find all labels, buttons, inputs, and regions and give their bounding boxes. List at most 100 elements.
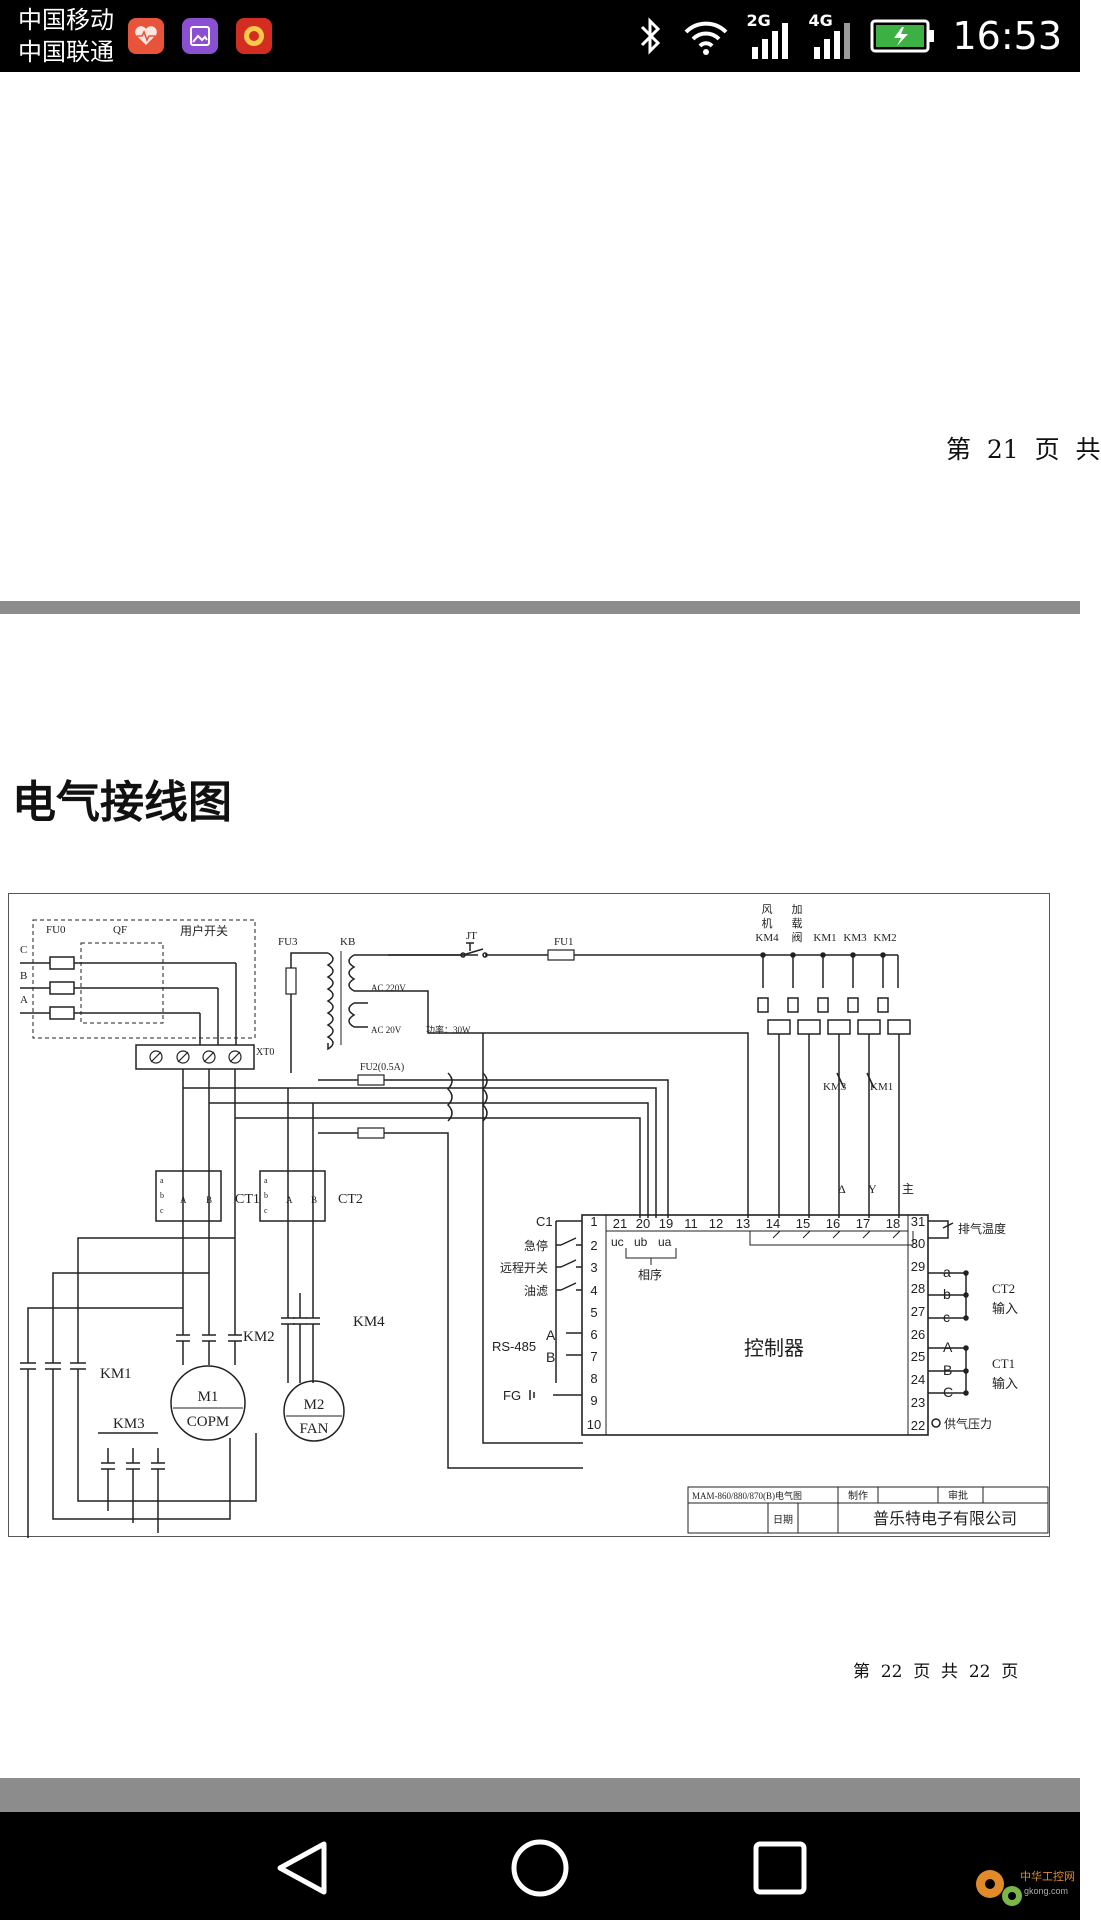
ct1-terminal-b: B bbox=[206, 1195, 212, 1205]
title-block-made: 制作 bbox=[848, 1489, 868, 1502]
ct2-input-c: c bbox=[943, 1309, 950, 1325]
fan-km4-line2: 机 bbox=[762, 916, 773, 930]
right-terminal: 29 bbox=[911, 1259, 925, 1274]
ct1-box bbox=[155, 1170, 222, 1222]
motor-m1-symbol bbox=[170, 1365, 246, 1441]
ct2-in-label-2: 输入 bbox=[992, 1301, 1018, 1316]
top-terminal: 18 bbox=[886, 1216, 900, 1231]
gallery-app-icon bbox=[182, 18, 218, 54]
left-terminal: 6 bbox=[590, 1327, 597, 1342]
health-app-icon bbox=[128, 18, 164, 54]
recents-square-icon bbox=[753, 1841, 807, 1895]
fan-label: FAN bbox=[300, 1421, 329, 1437]
emergency-stop-label: 急停 bbox=[524, 1238, 548, 1253]
xt0-terminal-block bbox=[135, 1044, 255, 1070]
phase-seq-label: 相序 bbox=[638, 1267, 662, 1282]
title-block-company: 普乐特电子有限公司 bbox=[873, 1510, 1017, 1528]
phase-c-label: C bbox=[20, 944, 27, 956]
game-app-icon bbox=[236, 18, 272, 54]
load-valve-line2: 载 bbox=[792, 917, 803, 930]
output-contacts bbox=[749, 1230, 914, 1246]
home-circle-icon bbox=[511, 1839, 569, 1897]
qf-label: QF bbox=[113, 924, 127, 936]
watermark-text: 中华工控网 bbox=[1020, 1869, 1075, 1883]
notification-icons bbox=[128, 18, 272, 54]
right-terminal: 28 bbox=[911, 1281, 925, 1296]
fu2-fuse bbox=[318, 1033, 669, 1469]
jt-switch bbox=[388, 942, 898, 961]
km2-label: KM2 bbox=[243, 1329, 275, 1345]
supply-pressure-label: 供气压力 bbox=[944, 1416, 992, 1431]
m1-label: M1 bbox=[198, 1389, 219, 1405]
top-terminal: 19 bbox=[659, 1216, 673, 1231]
ct1-a: a bbox=[160, 1176, 164, 1185]
rs485-label: RS-485 bbox=[492, 1339, 536, 1354]
carrier-names: 中国移动 中国联通 bbox=[18, 4, 114, 68]
ct2-input-a: a bbox=[943, 1264, 951, 1280]
status-icons: 2G 4G 16:53 bbox=[634, 0, 1062, 72]
ct2-box bbox=[259, 1170, 326, 1222]
ct1-input-b: B bbox=[943, 1362, 952, 1378]
left-terminal: 2 bbox=[590, 1238, 597, 1253]
ct2-label: CT2 bbox=[338, 1192, 363, 1207]
right-terminal: 24 bbox=[911, 1372, 925, 1387]
ct1-input-a: A bbox=[943, 1339, 953, 1355]
watermark-subtext: gkong.com bbox=[1024, 1886, 1068, 1896]
phase-ub: ub bbox=[634, 1235, 648, 1249]
bluetooth-icon bbox=[641, 17, 661, 55]
carrier-2: 中国联通 bbox=[18, 38, 114, 66]
top-terminal: 12 bbox=[709, 1216, 723, 1231]
km2-top-label: KM2 bbox=[873, 932, 896, 944]
home-button[interactable] bbox=[505, 1838, 575, 1898]
main-feeders bbox=[182, 1069, 657, 1323]
left-terminal: 9 bbox=[590, 1393, 597, 1408]
copm-label: COPM bbox=[187, 1414, 230, 1430]
title-block bbox=[687, 1486, 1049, 1534]
page-bottom-band bbox=[0, 1778, 1080, 1812]
right-terminal: 26 bbox=[911, 1327, 925, 1342]
title-block-approve: 审批 bbox=[948, 1489, 968, 1502]
c1-label: C1 bbox=[536, 1214, 553, 1229]
back-button[interactable] bbox=[268, 1838, 338, 1898]
fg-label: FG bbox=[503, 1388, 521, 1403]
left-inputs bbox=[529, 1220, 582, 1400]
kb-label: KB bbox=[340, 936, 355, 948]
power-label: 功率：30W bbox=[426, 1024, 471, 1035]
ct1-in-label-2: 输入 bbox=[992, 1376, 1018, 1391]
exhaust-temp-label: 排气温度 bbox=[958, 1221, 1006, 1236]
ct2-in-label-1: CT2 bbox=[992, 1281, 1015, 1296]
wifi-icon bbox=[685, 21, 728, 55]
wiring-diagram: FU0 QF 用户开关 C B A XT0 FU3 KB JT FU1 AC 2… bbox=[8, 893, 1050, 1538]
signal-2g-icon: 2G bbox=[746, 11, 792, 61]
user-switch-label: 用户开关 bbox=[180, 923, 228, 938]
right-terminal: 22 bbox=[911, 1418, 925, 1433]
recents-button[interactable] bbox=[745, 1838, 815, 1898]
rs485-b-label: B bbox=[546, 1349, 555, 1365]
top-terminal: 17 bbox=[856, 1216, 870, 1231]
clock: 16:53 bbox=[952, 14, 1062, 58]
right-terminal: 25 bbox=[911, 1349, 925, 1364]
phase-a-label: A bbox=[20, 994, 28, 1006]
controller-label: 控制器 bbox=[744, 1337, 804, 1360]
top-terminal: 14 bbox=[766, 1216, 780, 1231]
phase-uc: uc bbox=[611, 1235, 624, 1249]
jt-label: JT bbox=[466, 930, 477, 942]
ct2-terminal-a: A bbox=[286, 1195, 293, 1205]
diagram-border bbox=[8, 893, 1050, 1537]
left-terminal: 3 bbox=[590, 1260, 597, 1275]
right-inputs bbox=[928, 1220, 969, 1428]
delta-label: Δ bbox=[838, 1182, 846, 1196]
left-terminal: 5 bbox=[590, 1305, 597, 1320]
motor-m2-symbol bbox=[283, 1380, 345, 1442]
qf-breaker-box bbox=[80, 942, 164, 1024]
km1-top-label: KM1 bbox=[813, 932, 836, 944]
back-triangle-icon bbox=[277, 1841, 327, 1895]
left-terminal: 7 bbox=[590, 1349, 597, 1364]
ct1-terminal-a: A bbox=[180, 1195, 187, 1205]
ct1-c: c bbox=[160, 1206, 164, 1215]
relay-coils bbox=[757, 952, 911, 1218]
km3-top-label: KM3 bbox=[843, 932, 867, 944]
navigation-bar bbox=[0, 1812, 1080, 1920]
status-bar: 中国移动 中国联通 2G 4G 16:53 bbox=[0, 0, 1080, 72]
left-terminal: 4 bbox=[590, 1283, 597, 1298]
